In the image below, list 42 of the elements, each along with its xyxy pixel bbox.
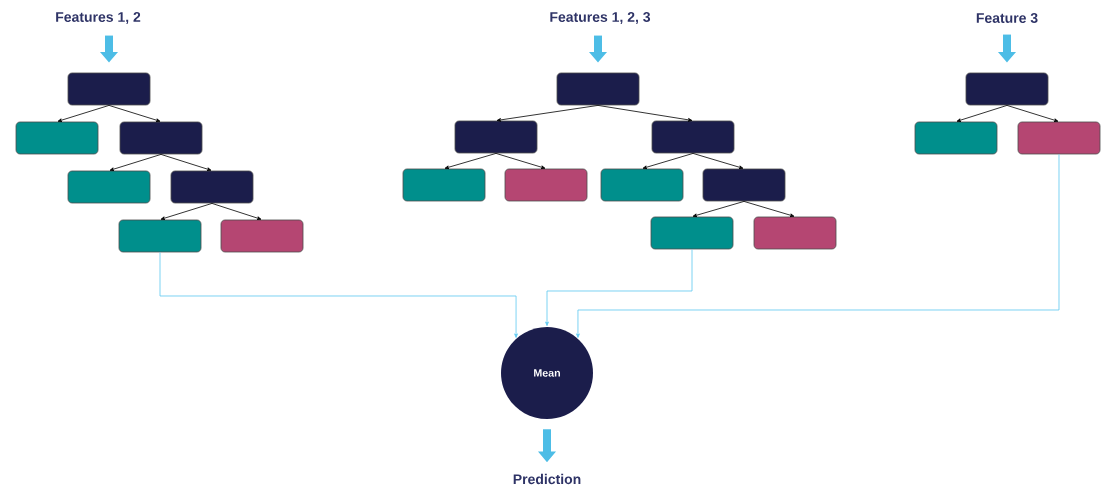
arrow	[496, 105, 599, 122]
arrow	[642, 153, 694, 169]
leaf-node-box	[1017, 121, 1101, 155]
leaf-node-box	[220, 219, 304, 253]
leaf-node-box	[753, 216, 837, 250]
arrow	[109, 154, 162, 171]
split-node-box	[651, 120, 735, 154]
leaf-node-box	[600, 168, 684, 202]
arrow	[444, 153, 497, 170]
arrow	[211, 203, 262, 220]
leaf-node-box	[67, 170, 151, 204]
leaf-node-box	[650, 216, 734, 250]
feature-label: Features 1, 2	[56, 12, 141, 24]
arrow	[108, 105, 161, 122]
arrow	[956, 105, 1008, 122]
arrow	[160, 154, 212, 171]
split-node-box	[119, 121, 203, 155]
arrow	[597, 105, 693, 122]
arrow	[57, 105, 110, 122]
leaf-node-box	[914, 121, 998, 155]
feature-label: Features 1, 2, 3	[550, 12, 651, 24]
leaf-node-box	[15, 121, 99, 155]
arrow	[1006, 105, 1059, 122]
arrow	[495, 153, 546, 169]
arrow	[692, 201, 745, 218]
leaf-node-box	[504, 168, 588, 202]
feature-label: Feature 3	[976, 13, 1038, 23]
split-node-box	[965, 72, 1049, 106]
connector-line	[159, 252, 518, 338]
connector-line	[576, 154, 1060, 338]
split-node-box	[67, 72, 151, 106]
arrow	[160, 203, 213, 220]
split-node-box	[702, 168, 786, 202]
leaf-node-box	[118, 219, 202, 253]
split-node-box	[170, 170, 254, 204]
split-node-box	[454, 120, 538, 154]
split-node-box	[556, 72, 640, 106]
connector-line	[545, 249, 693, 326]
feature-label: Prediction	[513, 473, 581, 485]
arrow	[743, 201, 795, 217]
leaf-node-box	[402, 168, 486, 202]
arrow	[692, 153, 744, 169]
